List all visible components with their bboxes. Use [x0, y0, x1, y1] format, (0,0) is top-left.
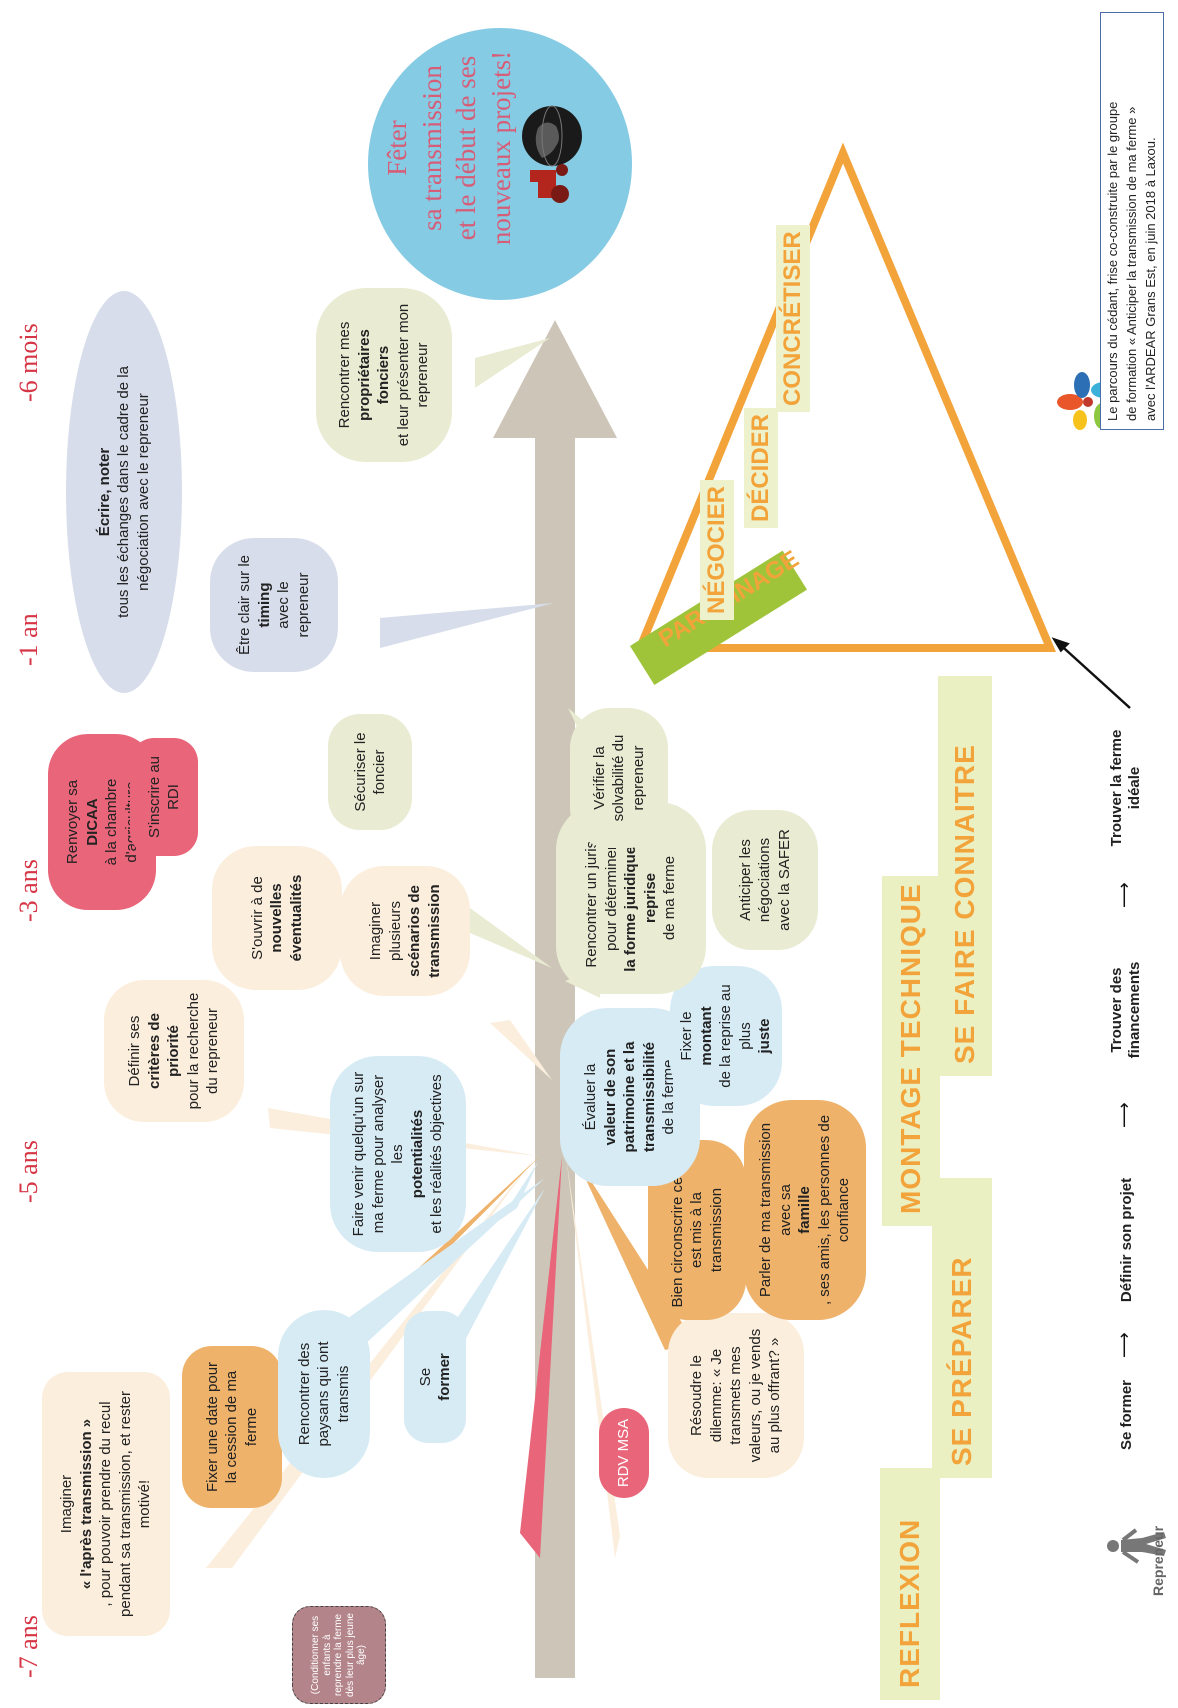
step-financements: Trouver des financements: [1108, 961, 1143, 1059]
tractor-icon: [530, 164, 569, 203]
step-se-former: Se former: [1118, 1379, 1135, 1451]
credit-box: Le parcours du cédant, frise co-construi…: [1100, 12, 1164, 430]
arrow-right-icon: ⟶: [1114, 1332, 1135, 1358]
globe-icon: [522, 105, 582, 167]
negocier-label: NÉGOCIER: [700, 479, 734, 620]
arrow-right-icon: ⟶: [1114, 882, 1135, 908]
arrow-right-icon: ⟶: [1114, 1102, 1135, 1128]
step-ferme-ideale: Trouver la ferme idéale: [1108, 729, 1143, 847]
decider-label: DÉCIDER: [744, 407, 778, 528]
step-definir-projet: Définir son projet: [1118, 1177, 1135, 1303]
walking-person-icon: [1107, 1528, 1166, 1564]
concretiser-label: CONCRÉTISER: [776, 225, 810, 412]
person-label: Repreneur: [1150, 1525, 1166, 1596]
